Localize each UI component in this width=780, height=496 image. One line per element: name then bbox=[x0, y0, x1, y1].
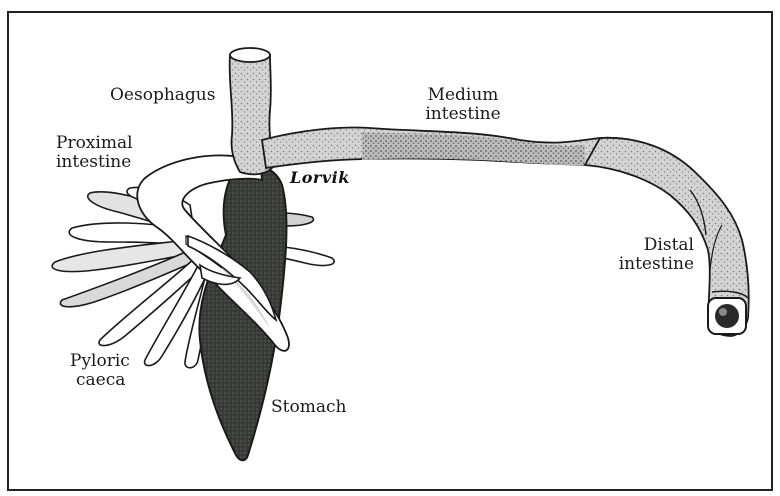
label-medium-intestine: Medium intestine bbox=[408, 86, 518, 124]
label-oesophagus: Oesophagus bbox=[110, 86, 215, 105]
label-distal-intestine-line2: intestine bbox=[598, 255, 694, 274]
label-stomach: Stomach bbox=[271, 398, 346, 417]
signature-lorvik: Lorvik bbox=[290, 168, 350, 187]
label-proximal-intestine-line1: Proximal bbox=[56, 134, 133, 153]
label-medium-intestine-line2: intestine bbox=[408, 105, 518, 124]
pyloric-caeca bbox=[52, 187, 334, 367]
label-distal-intestine-line1: Distal bbox=[598, 236, 694, 255]
label-distal-intestine: Distal intestine bbox=[598, 236, 694, 274]
label-pyloric-caeca: Pyloric caeca bbox=[70, 352, 130, 390]
label-proximal-intestine: Proximal intestine bbox=[56, 134, 133, 172]
distal-opening bbox=[715, 304, 739, 328]
oesophagus-opening bbox=[230, 48, 270, 62]
label-pyloric-caeca-line1: Pyloric bbox=[70, 352, 130, 371]
label-proximal-intestine-line2: intestine bbox=[56, 153, 133, 172]
label-medium-intestine-line1: Medium bbox=[408, 86, 518, 105]
label-pyloric-caeca-line2: caeca bbox=[70, 371, 130, 390]
